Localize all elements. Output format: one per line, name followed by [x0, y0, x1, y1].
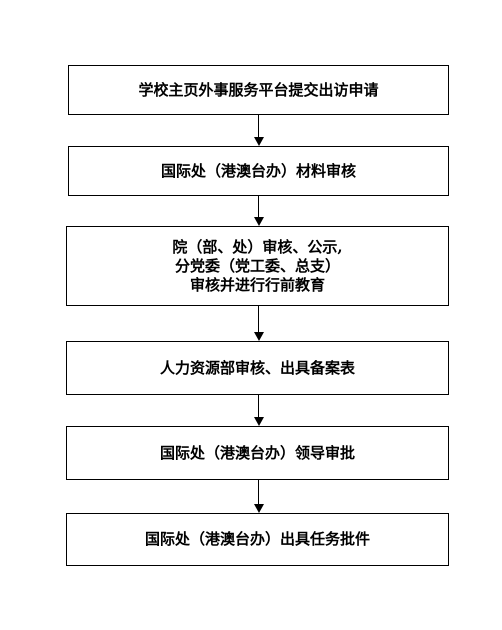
flow-arrow — [254, 480, 264, 513]
step-department-review: 院（部、处）审核、公示, 分党委（党工委、总支） 审核并进行行前教育 — [66, 226, 449, 306]
step-label-line-1: 院（部、处）审核、公示, — [172, 237, 343, 256]
step-label-line-2: 分党委（党工委、总支） — [174, 256, 340, 275]
flow-arrow — [254, 115, 264, 146]
step-hr-review: 人力资源部审核、出具备案表 — [66, 341, 449, 395]
flow-arrow — [254, 306, 264, 341]
step-label: 人力资源部审核、出具备案表 — [159, 358, 355, 377]
flow-arrow — [254, 395, 264, 426]
step-label: 国际处（港澳台办）领导审批 — [159, 443, 355, 462]
step-issue-task-approval: 国际处（港澳台办）出具任务批件 — [66, 513, 449, 566]
step-leader-approval: 国际处（港澳台办）领导审批 — [66, 426, 449, 480]
step-label: 国际处（港澳台办）材料审核 — [160, 161, 356, 180]
flow-arrow — [254, 196, 264, 226]
step-submit-application: 学校主页外事服务平台提交出访申请 — [68, 65, 449, 115]
step-material-review: 国际处（港澳台办）材料审核 — [68, 146, 449, 196]
step-label-line-3: 审核并进行行前教育 — [189, 275, 325, 294]
step-label: 国际处（港澳台办）出具任务批件 — [144, 530, 370, 548]
step-label: 学校主页外事服务平台提交出访申请 — [138, 80, 379, 99]
